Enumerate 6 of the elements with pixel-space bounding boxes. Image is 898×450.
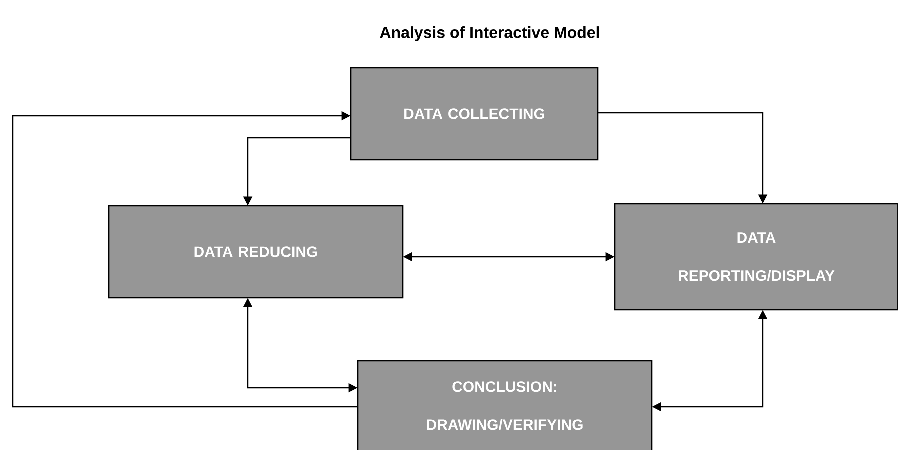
title: Analysis of Interactive Model (380, 26, 600, 42)
process-box: DATA REPORTING/DISPLAY (614, 203, 898, 311)
process-box: DATA COLLECTING (350, 67, 599, 161)
process-box: DATA REDUCING (108, 205, 404, 299)
arrow (12, 111, 358, 408)
process-box: CONCLUSION: DRAWING/VERIFYING (357, 360, 653, 450)
